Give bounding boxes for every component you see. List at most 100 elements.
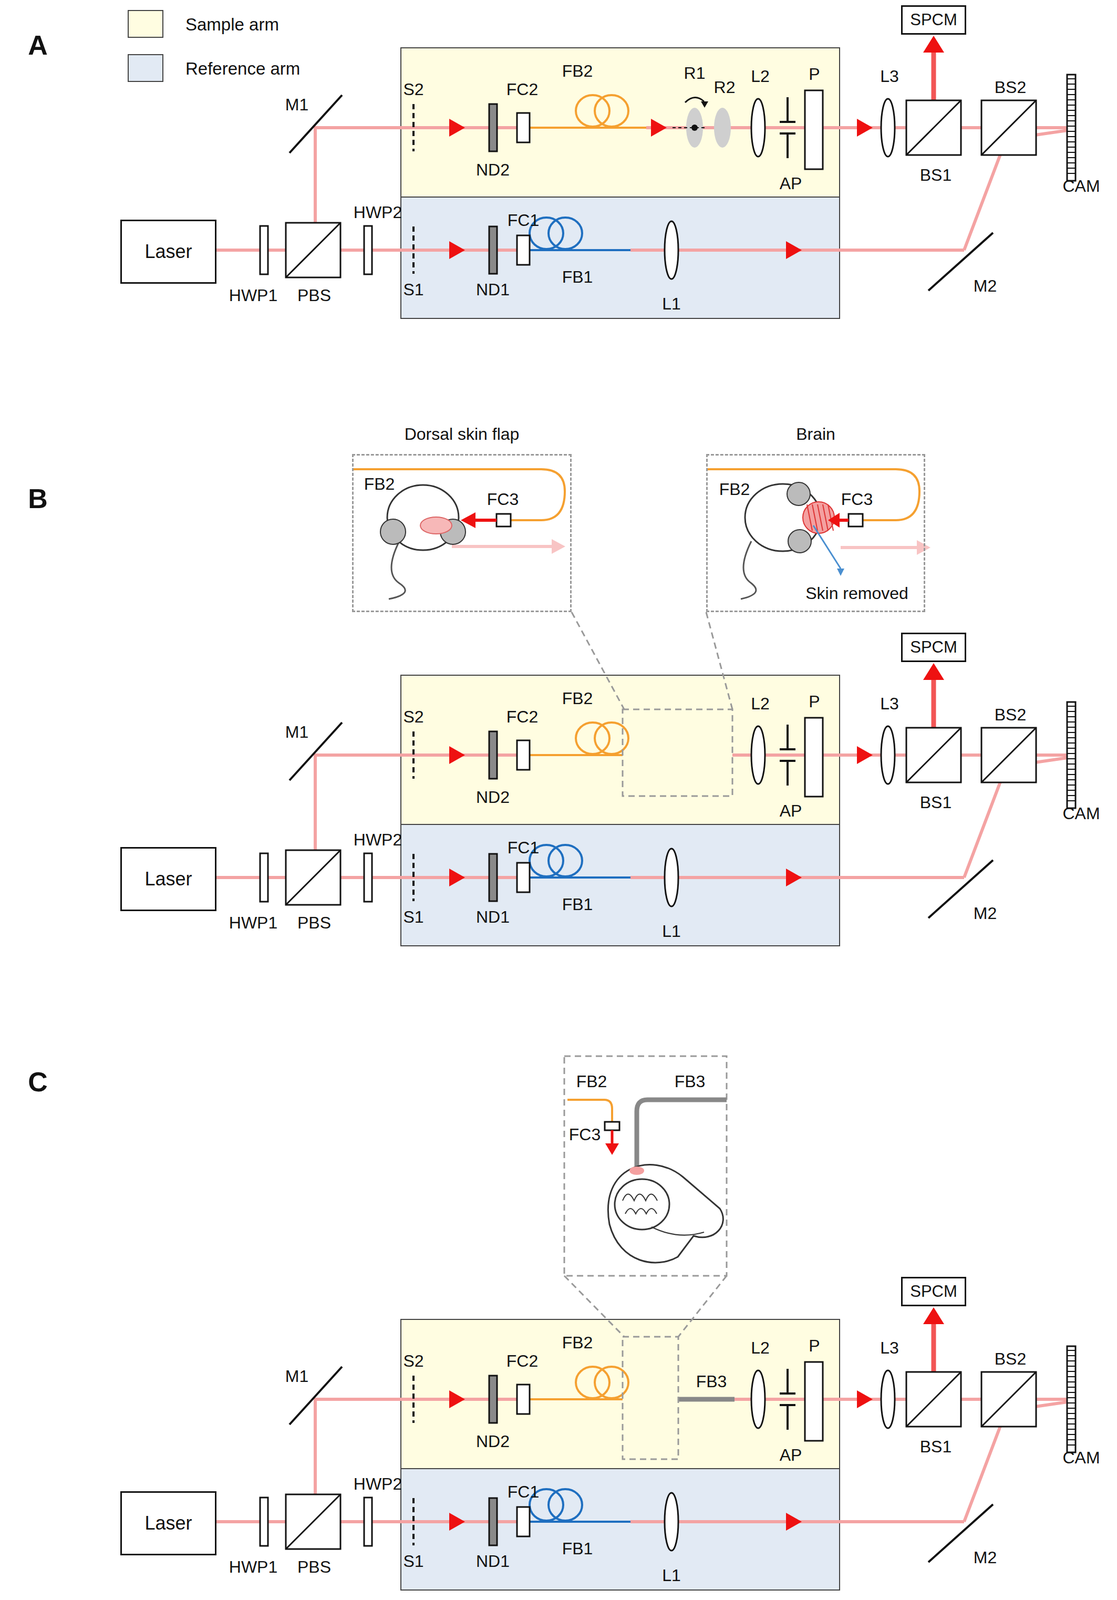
camera-pixel-hatch bbox=[1067, 726, 1076, 728]
legend-text: Sample arm bbox=[185, 15, 279, 34]
laser-beam bbox=[315, 1399, 518, 1522]
part-label: PBS bbox=[297, 286, 332, 305]
lens bbox=[664, 1492, 679, 1551]
beam-arrowhead bbox=[923, 35, 945, 53]
exposed-skull bbox=[802, 501, 835, 534]
aperture bbox=[786, 133, 789, 159]
instrument-box: Laser bbox=[120, 1491, 217, 1556]
part-label: FC1 bbox=[507, 211, 540, 230]
beam-arrowhead bbox=[650, 118, 667, 137]
lens bbox=[751, 726, 765, 784]
callout-arrow bbox=[813, 525, 841, 569]
part-label: FB2 bbox=[562, 1333, 594, 1352]
part-label: HWP1 bbox=[229, 1557, 278, 1577]
camera-pixel-hatch bbox=[1067, 758, 1076, 760]
camera-pixel-hatch bbox=[1067, 752, 1076, 754]
beam-arrowhead bbox=[916, 540, 931, 555]
part-label: AP bbox=[779, 174, 803, 193]
skin-flap-window bbox=[420, 516, 452, 534]
part-label: P bbox=[808, 692, 820, 711]
fiber-coil bbox=[575, 95, 610, 127]
beam-arrowhead bbox=[460, 512, 476, 529]
half-wave-plate bbox=[364, 853, 372, 902]
fiber-coupler bbox=[516, 235, 530, 265]
camera-pixel-hatch bbox=[1067, 83, 1076, 85]
camera-pixel-hatch bbox=[1067, 737, 1076, 739]
part-label: FB2 bbox=[562, 689, 594, 708]
instrument-name: SPCM bbox=[909, 638, 958, 657]
fiber-coil bbox=[575, 1366, 610, 1399]
part-label: BS2 bbox=[994, 78, 1027, 97]
aperture bbox=[779, 759, 796, 762]
part-label: ND2 bbox=[476, 788, 510, 807]
part-label: L1 bbox=[662, 1566, 681, 1585]
part-label: L2 bbox=[750, 67, 770, 86]
part-label: FB1 bbox=[562, 895, 594, 914]
part-label: R1 bbox=[684, 64, 706, 83]
polarizer bbox=[804, 1361, 823, 1441]
camera-pixel-hatch bbox=[1067, 1444, 1076, 1446]
brain-outline bbox=[614, 1178, 670, 1230]
fiber-coil bbox=[575, 722, 610, 754]
camera-pixel-hatch bbox=[1067, 1349, 1076, 1351]
half-wave-plate bbox=[364, 225, 372, 275]
part-label: M1 bbox=[285, 1367, 309, 1386]
part-label: BS1 bbox=[919, 793, 952, 812]
fiber-coil bbox=[548, 1488, 583, 1521]
aperture bbox=[779, 748, 796, 751]
fiber-coupler bbox=[848, 513, 863, 527]
beam-arrowhead bbox=[923, 1307, 945, 1325]
rotation-axis bbox=[672, 127, 707, 129]
part-label: L1 bbox=[662, 922, 681, 941]
part-label: M1 bbox=[285, 722, 309, 742]
beam-splitter-cube bbox=[981, 100, 1037, 155]
camera-pixel-hatch bbox=[1067, 779, 1076, 781]
beam-arrowhead bbox=[700, 101, 709, 108]
light-spot bbox=[629, 1166, 645, 1175]
beam-splitter-diagonal bbox=[906, 727, 961, 783]
beam-arrowhead bbox=[923, 663, 945, 680]
camera-pixel-hatch bbox=[1067, 768, 1076, 770]
aperture bbox=[786, 724, 789, 750]
part-label: AP bbox=[779, 1445, 803, 1465]
part-label: HWP2 bbox=[353, 203, 402, 222]
camera-pixel-hatch bbox=[1067, 1360, 1076, 1362]
head-outline bbox=[607, 1164, 723, 1263]
camera-sensor bbox=[1067, 701, 1076, 809]
lens bbox=[664, 848, 679, 907]
part-label: S1 bbox=[402, 907, 424, 927]
mouse-tail bbox=[740, 541, 757, 599]
neutral-density-filter bbox=[489, 1497, 498, 1546]
fiber-coupler bbox=[516, 1506, 530, 1537]
camera-pixel-hatch bbox=[1067, 157, 1076, 159]
collection-fiber bbox=[636, 1099, 727, 1170]
beam-splitter-diagonal bbox=[981, 1371, 1037, 1427]
instrument-name: SPCM bbox=[909, 11, 958, 29]
beam-arrowhead bbox=[449, 746, 465, 764]
part-label: BS1 bbox=[919, 1437, 952, 1456]
aperture bbox=[779, 1392, 796, 1395]
part-label: PBS bbox=[297, 1557, 332, 1577]
part-label: PBS bbox=[297, 913, 332, 933]
rotating-diffuser bbox=[686, 107, 703, 148]
part-label: ND1 bbox=[476, 907, 510, 927]
lens bbox=[881, 98, 895, 157]
fiber-coupler bbox=[496, 513, 511, 527]
beam-arrowhead bbox=[785, 241, 802, 260]
part-label: BS2 bbox=[994, 705, 1027, 725]
part-label: FB3 bbox=[696, 1372, 728, 1391]
part-label: BS2 bbox=[994, 1349, 1027, 1369]
beam-splitter-diagonal bbox=[285, 222, 341, 278]
aperture bbox=[786, 760, 789, 786]
camera-pixel-hatch bbox=[1067, 1391, 1076, 1393]
part-label: P bbox=[808, 65, 820, 84]
beam-splitter-cube bbox=[285, 1494, 341, 1549]
camera-pixel-hatch bbox=[1067, 773, 1076, 775]
beam-splitter-cube bbox=[981, 727, 1037, 783]
part-label: M1 bbox=[285, 95, 309, 115]
part-label: FC2 bbox=[506, 80, 539, 99]
aperture bbox=[779, 1403, 796, 1406]
camera-pixel-hatch bbox=[1067, 1355, 1076, 1357]
camera-pixel-hatch bbox=[1067, 146, 1076, 148]
half-wave-plate bbox=[260, 225, 268, 275]
